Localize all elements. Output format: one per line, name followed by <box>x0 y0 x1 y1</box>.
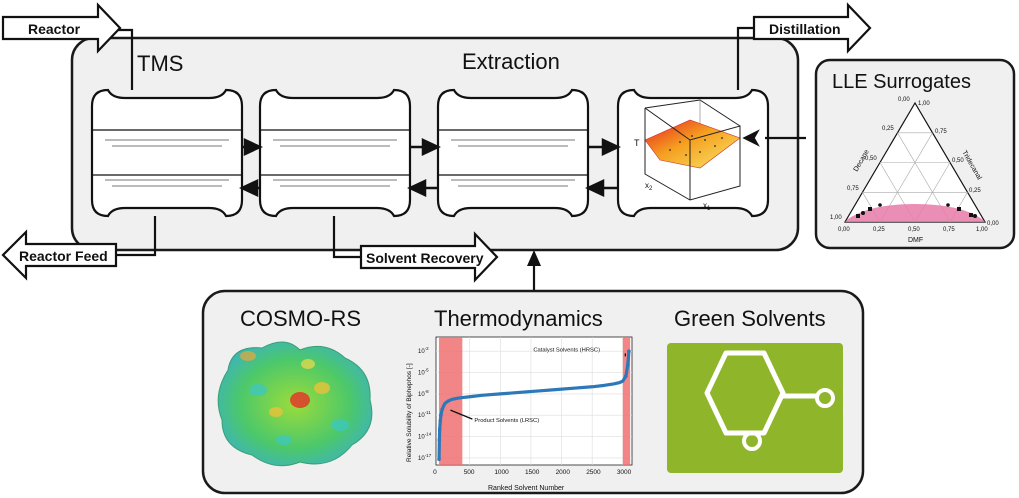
y-tick-label: 10-17 <box>418 453 432 462</box>
x2-axis-label: x2 <box>645 181 653 192</box>
data-point <box>437 427 442 432</box>
green-title: Green Solvents <box>674 306 826 331</box>
solvent-recovery-label: Solvent Recovery <box>366 250 484 266</box>
lle-two-phase-region <box>845 204 985 222</box>
right-tick-2: 0,25 <box>969 188 981 194</box>
chart-plot-area <box>435 336 633 466</box>
cosmo-molecule-surface <box>217 341 373 467</box>
chart-y-label: Relative Solubility of Biphephos [-] <box>406 363 413 462</box>
reactor-feed-arrow: Reactor Feed <box>1 229 118 281</box>
bottom-tick-1: 0,25 <box>873 227 885 233</box>
bottom-tick-0: 0,00 <box>838 227 850 233</box>
x-tick-label: 0 <box>433 469 437 476</box>
annotation-arrow <box>450 409 473 420</box>
lle-title: LLE Surrogates <box>832 71 971 93</box>
data-point <box>438 419 443 423</box>
left-tick-3: 1,00 <box>830 215 842 221</box>
data-point <box>439 413 443 418</box>
left-tick-2: 0,75 <box>847 186 859 192</box>
data-point <box>437 457 441 462</box>
left-tick-0: 0,25 <box>882 126 894 132</box>
right-tick-0: 0,75 <box>935 129 947 135</box>
phase-diagram-3d: T x2 x1 <box>634 99 741 212</box>
cosmo-title: COSMO-RS <box>240 306 361 331</box>
x-tick-label: 1500 <box>525 469 540 476</box>
y-tick-label: 10-8 <box>418 389 429 398</box>
vessel-2 <box>258 88 412 218</box>
x-tick-label: 2000 <box>556 469 571 476</box>
data-point <box>625 363 630 368</box>
reactor-arrow: Reactor <box>1 2 122 54</box>
x-tick-label: 1000 <box>494 469 509 476</box>
data-point <box>627 349 631 354</box>
extraction-label: Extraction <box>462 49 560 74</box>
y-tick-label: 10-14 <box>418 432 432 441</box>
tms-label: TMS <box>137 51 183 76</box>
t-axis-label: T <box>634 138 640 148</box>
knowledge-input-arrow <box>527 250 541 290</box>
chart-x-label: Ranked Solvent Number <box>488 485 565 492</box>
bottom-tick-4: 1,00 <box>976 227 988 233</box>
vessel-1 <box>90 88 244 218</box>
x-tick-label: 2500 <box>586 469 601 476</box>
chart-series <box>437 349 631 462</box>
y-tick-label: 10-2 <box>418 346 429 355</box>
x-tick-label: 500 <box>464 469 475 476</box>
distillation-label: Distillation <box>769 21 841 37</box>
chart-x-ticks: 0 500 1000 1500 2000 2500 3000 <box>433 469 632 476</box>
right-tick-3: 0,00 <box>987 221 999 227</box>
top-tick-1: 1,00 <box>918 101 930 107</box>
lle-panel: LLE Surrogates 0,00 1,00 0, <box>814 58 1016 250</box>
x1-axis-label: x1 <box>703 201 711 212</box>
data-point <box>440 407 444 412</box>
solvent-recovery-arrow: Solvent Recovery <box>359 231 499 283</box>
green-solvents-logo <box>667 343 843 473</box>
series-line <box>437 351 631 460</box>
vessel-flow-arrows <box>239 138 621 197</box>
lle-input-arrow <box>742 129 760 147</box>
chart-y-ticks: 10-17 10-14 10-11 10-8 10-5 10-2 <box>418 346 432 462</box>
hexagon-icon <box>704 350 786 436</box>
x-tick-label: 3000 <box>617 469 632 476</box>
annotation-label: Catalyst Solvents (HRSC) <box>533 347 600 353</box>
highlight-region <box>622 337 631 465</box>
distillation-arrow: Distillation <box>752 2 872 54</box>
bottom-tick-3: 0,75 <box>943 227 955 233</box>
solubility-chart: 0 500 1000 1500 2000 2500 3000 10-17 10-14 10-11… <box>406 336 633 492</box>
left-tick-1: 0,50 <box>865 156 877 162</box>
reactor-feed-label: Reactor Feed <box>19 248 108 264</box>
y-tick-label: 10-11 <box>418 410 431 419</box>
right-tick-1: 0,50 <box>952 158 964 164</box>
bottom-tick-2: 0,50 <box>908 227 920 233</box>
data-point <box>624 374 628 378</box>
thermo-title: Thermodynamics <box>434 306 603 331</box>
vessel-3 <box>436 88 590 218</box>
reactor-label: Reactor <box>28 21 81 37</box>
data-point <box>437 438 442 442</box>
y-tick-label: 10-5 <box>418 368 429 377</box>
annotation-label: Product Solvents (LRSC) <box>474 418 539 424</box>
top-tick-0: 0,00 <box>898 97 910 103</box>
dmf-axis-label: DMF <box>908 237 923 244</box>
chart-annotations: Product Solvents (LRSC) Catalyst Solvents… <box>450 347 626 424</box>
